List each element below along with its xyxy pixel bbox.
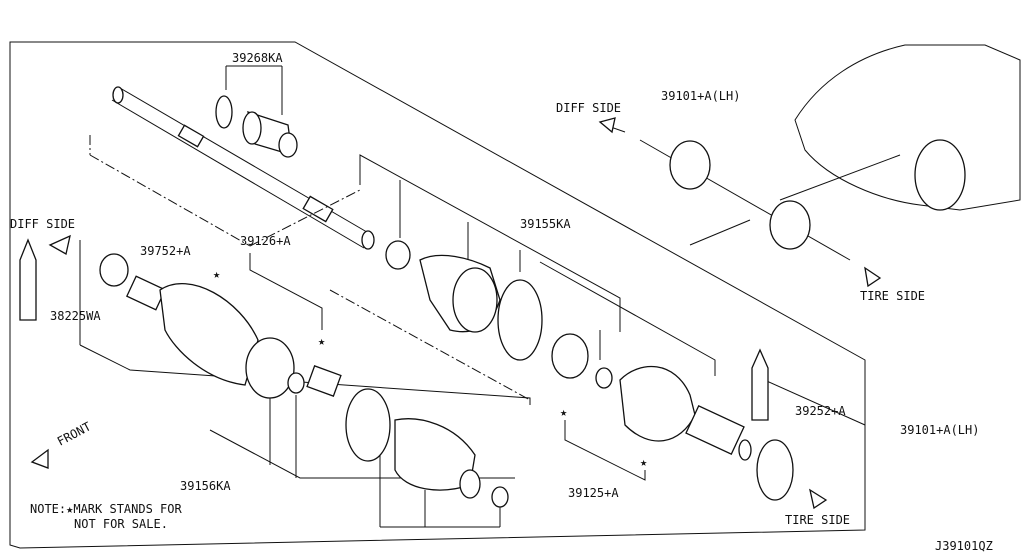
label-diff-side-top: DIFF SIDE [556,101,621,115]
label-39155ka: 39155KA [520,217,571,231]
inner-joint [99,253,342,399]
label-39752: 39752+A [140,244,191,258]
car-illustration [689,44,1021,246]
assembled-shaft-illustration [639,139,851,261]
outer-joint [619,365,794,501]
diff-side-arrow-left [48,234,71,255]
label-39101-right: 39101+A(LH) [900,423,979,437]
star-marker-4: ★ [640,455,647,469]
label-39101-top: 39101+A(LH) [661,89,740,103]
label-38225wa: 38225WA [50,309,101,323]
part-39268ka [215,65,298,158]
drive-shaft [111,86,375,250]
label-diff-side-left: DIFF SIDE [10,217,75,231]
label-39268ka: 39268KA [232,51,283,65]
label-39252: 39252+A [795,404,846,418]
front-arrow [30,448,49,469]
label-39156ka: 39156KA [180,479,231,493]
diff-side-arrow-top-head [598,117,616,134]
label-39126: 39126+A [240,234,291,248]
note-line-1: NOTE:★MARK STANDS FOR [30,502,182,516]
diagram-code: J39101QZ [935,539,993,553]
label-tire-side-bottom: TIRE SIDE [785,513,850,527]
dash-4 [249,189,361,247]
star-marker-2: ★ [318,334,325,348]
tire-side-arrow-bottom [809,488,828,510]
label-tire-side-top: TIRE SIDE [860,289,925,303]
note-line-2: NOT FOR SALE. [74,517,168,531]
boot-39156ka [345,388,509,508]
dash-3 [329,289,531,401]
tire-side-arrow-top [864,266,882,288]
diagram-frame [9,41,866,549]
star-marker-1: ★ [213,267,220,281]
grease-tube-left [19,238,37,321]
star-marker-3: ★ [560,405,567,419]
dash-2 [89,154,251,247]
label-front: FRONT [55,419,93,448]
grease-tube-right [751,348,769,421]
label-39125: 39125+A [568,486,619,500]
boot-39155ka [385,240,613,389]
